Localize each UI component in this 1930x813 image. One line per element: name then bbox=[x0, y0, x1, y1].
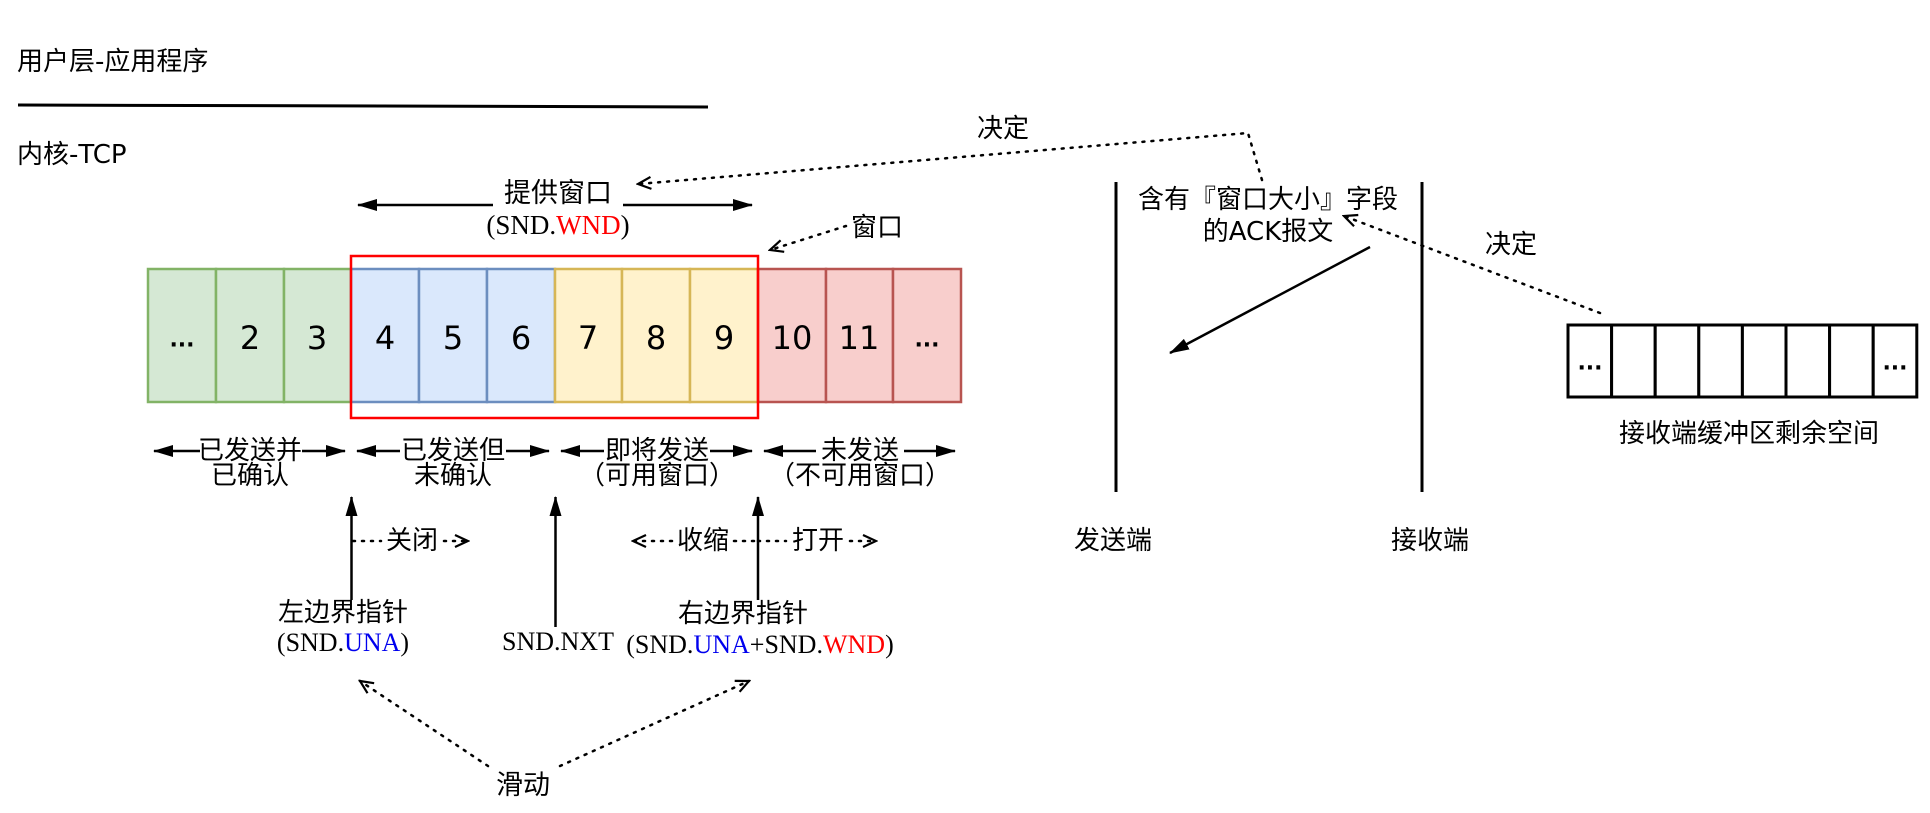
slide-label: 滑动 bbox=[496, 770, 550, 801]
decide-left-dotted-line bbox=[638, 131, 1264, 184]
kernel-layer-label: 内核-TCP bbox=[17, 140, 127, 170]
segment-label: 已发送但 bbox=[401, 436, 505, 466]
segment-label: （不可用窗口） bbox=[769, 461, 951, 491]
segment-label: （可用窗口） bbox=[579, 461, 735, 491]
receiver-label: 接收端 bbox=[1391, 526, 1469, 556]
receiver-buffer-caption: 接收端缓冲区剩余空间 bbox=[1619, 419, 1879, 449]
sender-cell-label: ... bbox=[169, 328, 194, 353]
receiver-cell bbox=[1610, 323, 1657, 399]
window-label: 窗口 bbox=[851, 213, 903, 243]
sender-cell bbox=[824, 267, 895, 404]
sender-cell-label: 5 bbox=[443, 319, 463, 357]
segment-label: 已发送并 bbox=[198, 436, 302, 466]
receiver-cell bbox=[1828, 323, 1875, 399]
layer-divider-line bbox=[17, 103, 709, 109]
sender-cell bbox=[282, 267, 353, 404]
ack-text-line2: 的ACK报文 bbox=[1203, 217, 1334, 247]
offered-window-formula: (SND.WND) bbox=[486, 210, 629, 240]
sender-cell-label: 11 bbox=[839, 319, 880, 357]
sender-cell-label: 10 bbox=[772, 319, 813, 357]
right-boundary-title: 右边界指针 bbox=[678, 599, 808, 629]
sender-group-unacked: 4 5 6 bbox=[349, 267, 557, 404]
sender-cell-label: 6 bbox=[511, 319, 531, 357]
sender-cell bbox=[485, 267, 557, 404]
segment-labels: 已发送并 已确认 已发送但 未确认 即将发送 （可用窗口） 未发送 （不可用窗口… bbox=[153, 436, 956, 491]
close-label: 关闭 bbox=[386, 526, 438, 556]
sender-buffer: ... 2 3 4 5 6 7 8 9 10 11 bbox=[146, 254, 963, 420]
window-rect bbox=[349, 254, 760, 420]
sender-cell bbox=[891, 267, 963, 404]
slide-left-dotted-arrow bbox=[360, 681, 490, 768]
sender-group-acked: ... 2 3 bbox=[146, 267, 353, 404]
receiver-cell bbox=[1653, 323, 1701, 399]
sender-group-notsendable: 10 11 ... bbox=[756, 267, 963, 404]
sender-cell bbox=[688, 267, 760, 404]
slide-right-dotted-arrow bbox=[558, 679, 749, 768]
segment-label: 已确认 bbox=[211, 461, 289, 491]
sender-cell-label: 3 bbox=[307, 319, 327, 357]
shrink-label: 收缩 bbox=[677, 526, 729, 556]
sender-cell bbox=[620, 267, 692, 404]
sender-cell-label: 7 bbox=[578, 319, 598, 357]
right-boundary-formula: (SND.UNA+SND.WND) bbox=[626, 630, 893, 659]
sender-label: 发送端 bbox=[1074, 526, 1152, 556]
left-boundary-formula: (SND.UNA) bbox=[277, 628, 409, 657]
receiver-cell bbox=[1566, 323, 1614, 399]
sender-cell-label: 8 bbox=[646, 319, 666, 357]
segment-label: 未确认 bbox=[414, 461, 492, 491]
decide-right-label: 决定 bbox=[1485, 230, 1537, 260]
receiver-cell-label: ... bbox=[1882, 351, 1907, 376]
offered-window-label: 提供窗口 bbox=[504, 178, 612, 209]
window-ops: 关闭 收缩 打开 bbox=[351, 526, 876, 556]
sender-cell-label: 2 bbox=[240, 319, 260, 357]
sender-group-usable: 7 8 9 bbox=[553, 267, 760, 404]
receiver-cell bbox=[1740, 323, 1788, 399]
segment-label: 即将发送 bbox=[605, 436, 709, 466]
receiver-cell bbox=[1784, 323, 1832, 399]
receiver-cell bbox=[1871, 323, 1919, 399]
window-dotted-arrow bbox=[770, 224, 848, 250]
sender-cell bbox=[756, 267, 828, 404]
receiver-cell bbox=[1697, 323, 1744, 399]
receiver-cell-label: ... bbox=[1577, 351, 1602, 376]
segment-label: 未发送 bbox=[821, 436, 899, 466]
sender-cell-label: ... bbox=[914, 328, 939, 353]
ack-text-line1: 含有『窗口大小』字段 bbox=[1138, 185, 1398, 215]
sender-cell bbox=[553, 267, 624, 404]
user-layer-label: 用户层-应用程序 bbox=[17, 47, 208, 77]
receiver-buffer: ... ... bbox=[1566, 323, 1919, 399]
snd-nxt-label: SND.NXT bbox=[502, 627, 614, 656]
ack-message-arrow bbox=[1169, 245, 1371, 355]
decide-right-dotted-line bbox=[1344, 216, 1602, 315]
left-boundary-title: 左边界指针 bbox=[278, 598, 408, 628]
sender-cell-label: 9 bbox=[714, 319, 734, 357]
decide-left-label: 决定 bbox=[977, 114, 1029, 144]
sender-cell-label: 4 bbox=[375, 319, 395, 357]
open-label: 打开 bbox=[792, 526, 844, 556]
